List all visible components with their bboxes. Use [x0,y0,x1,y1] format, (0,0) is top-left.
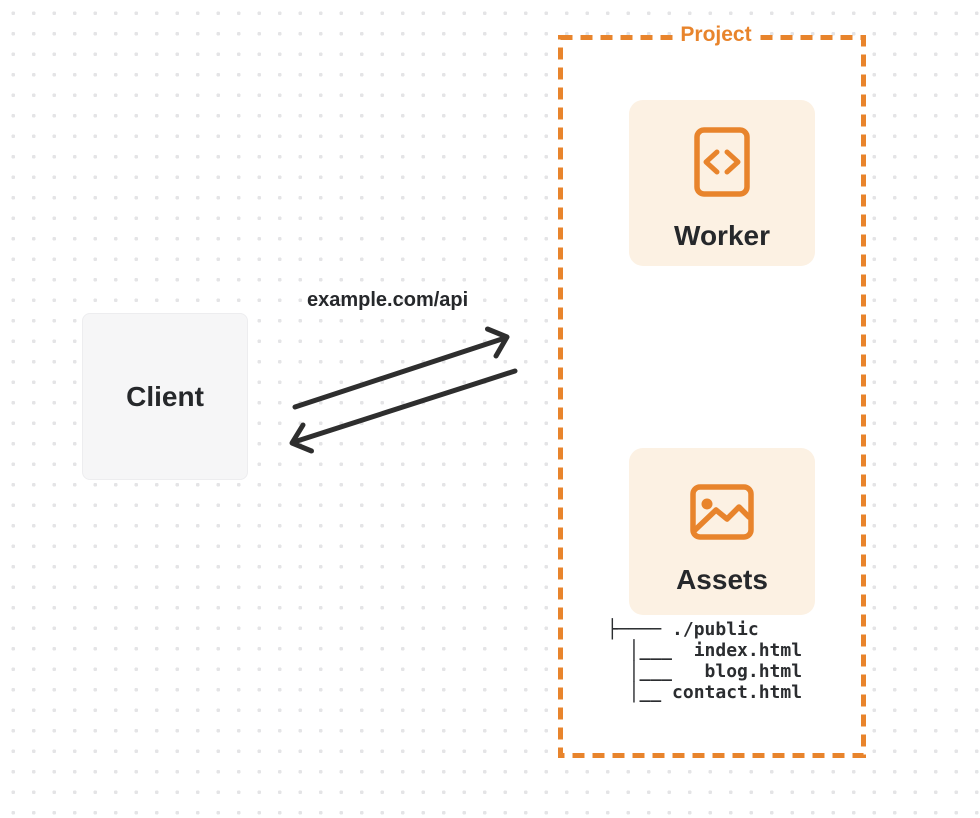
assets-file-tree: ├──── ./public │___ index.html │___ blog… [607,619,802,703]
file-tree-line-blog: │___ blog.html [607,661,803,682]
client-node: Client [82,313,248,480]
worker-label: Worker [674,220,770,251]
file-tree-line-public: ├──── ./public [607,619,759,640]
worker-node: Worker [629,100,815,266]
request-url-label: example.com/api [307,289,469,311]
assets-label: Assets [676,564,768,595]
response-arrow [289,368,518,454]
code-file-icon [694,127,750,197]
file-tree-line-contact: │__ contact.html [607,682,803,703]
request-arrow [292,326,510,410]
image-icon [690,484,754,540]
client-label: Client [126,380,204,412]
file-tree-line-index: │___ index.html [607,640,803,661]
assets-node: Assets [629,448,815,615]
project-label: Project [674,23,758,47]
